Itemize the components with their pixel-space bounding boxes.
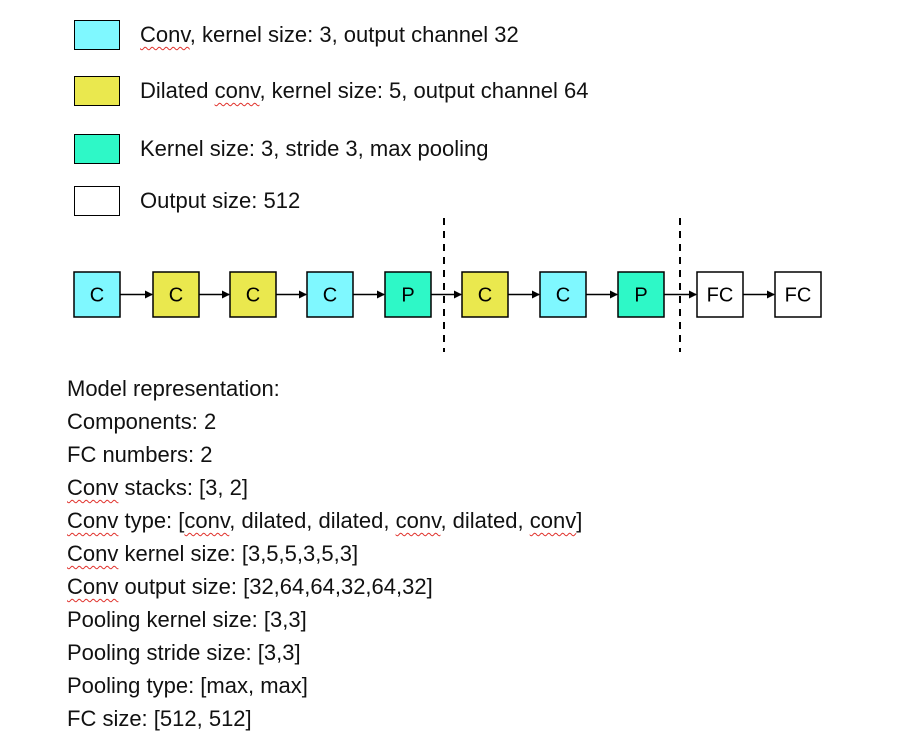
text-segment: Dilated: [140, 78, 215, 103]
model-line-pooling-kernel-size: Pooling kernel size: [3,3]: [67, 607, 307, 633]
block-box: [461, 271, 509, 318]
spellcheck-word: Conv: [67, 541, 119, 566]
text-segment: type: [: [118, 508, 185, 533]
block-label: C: [323, 285, 337, 307]
model-line-conv-type: Conv type: [conv, dilated, dilated, conv…: [67, 508, 582, 534]
model-line-conv-stacks: Conv stacks: [3, 2]: [67, 475, 248, 501]
model-line-components: Components: 2: [67, 409, 216, 435]
text-segment: , kernel size: 3, output channel 32: [189, 22, 519, 47]
text-segment: Pooling stride size: [3,3]: [67, 640, 301, 665]
block-box: [384, 271, 432, 318]
block-box: [152, 271, 200, 318]
block-conv-7: C: [539, 271, 587, 318]
block-label: C: [169, 285, 183, 307]
spellcheck-word: Conv: [140, 22, 190, 47]
spellcheck-word: conv: [529, 508, 577, 533]
spellcheck-word: conv: [395, 508, 441, 533]
text-segment: , dilated, dilated,: [229, 508, 396, 533]
block-box: [696, 271, 744, 318]
model-line-title: Model representation:: [67, 376, 280, 402]
legend-swatch-pool: [74, 134, 120, 164]
text-segment: Pooling type: [max, max]: [67, 673, 308, 698]
spellcheck-word: Conv: [67, 508, 119, 533]
model-line-conv-output-size: Conv output size: [32,64,64,32,64,32]: [67, 574, 433, 600]
block-box: [229, 271, 277, 318]
model-line-fc-numbers: FC numbers: 2: [67, 442, 213, 468]
block-label: FC: [707, 285, 734, 307]
model-line-pooling-stride-size: Pooling stride size: [3,3]: [67, 640, 301, 666]
block-dilated-conv-2: C: [152, 271, 200, 318]
text-segment: Pooling kernel size: [3,3]: [67, 607, 307, 632]
block-label: C: [556, 285, 570, 307]
block-label: C: [90, 285, 104, 307]
model-line-fc-size: FC size: [512, 512]: [67, 706, 252, 732]
legend-text-dilated: Dilated conv, kernel size: 5, output cha…: [140, 78, 588, 104]
block-pooling-8: P: [617, 271, 665, 318]
block-box: [73, 271, 121, 318]
block-label: P: [634, 285, 647, 307]
block-fc-9: FC: [696, 271, 744, 318]
block-conv-1: C: [73, 271, 121, 318]
spellcheck-word: Conv: [67, 574, 119, 599]
block-label: C: [478, 285, 492, 307]
text-segment: kernel size: [3,5,5,3,5,3]: [118, 541, 359, 566]
block-label: P: [401, 285, 414, 307]
legend-text-conv: Conv, kernel size: 3, output channel 32: [140, 22, 519, 48]
block-box: [774, 271, 822, 318]
spellcheck-word: conv: [184, 508, 230, 533]
text-segment: , dilated,: [440, 508, 530, 533]
text-segment: output size: [32,64,64,32,64,32]: [118, 574, 433, 599]
block-fc-10: FC: [774, 271, 822, 318]
block-pooling-5: P: [384, 271, 432, 318]
text-segment: Model representation:: [67, 376, 280, 401]
text-segment: FC numbers: 2: [67, 442, 213, 467]
legend-text-fc: Output size: 512: [140, 188, 300, 214]
text-segment: ]: [576, 508, 583, 533]
block-conv-4: C: [306, 271, 354, 318]
text-segment: Components: 2: [67, 409, 217, 434]
model-line-conv-kernel-size: Conv kernel size: [3,5,5,3,5,3]: [67, 541, 358, 567]
legend-swatch-dilated: [74, 76, 120, 106]
text-segment: Kernel size: 3, stride 3, max pooling: [140, 136, 489, 161]
block-box: [539, 271, 587, 318]
model-line-pooling-type: Pooling type: [max, max]: [67, 673, 308, 699]
legend-swatch-conv: [74, 20, 120, 50]
legend-swatch-fc: [74, 186, 120, 216]
block-box: [306, 271, 354, 318]
spellcheck-word: Conv: [67, 475, 119, 500]
spellcheck-word: conv: [214, 78, 260, 103]
block-label: FC: [785, 285, 812, 307]
block-dilated-conv-3: C: [229, 271, 277, 318]
text-segment: FC size: [512, 512]: [67, 706, 252, 731]
text-segment: Output size: 512: [140, 188, 301, 213]
network-diagram: C C C C P C C P FC FC: [73, 218, 822, 352]
text-segment: , kernel size: 5, output channel 64: [259, 78, 589, 103]
block-dilated-conv-6: C: [461, 271, 509, 318]
text-segment: stacks: [3, 2]: [118, 475, 248, 500]
block-label: C: [246, 285, 260, 307]
legend-text-pool: Kernel size: 3, stride 3, max pooling: [140, 136, 489, 162]
block-box: [617, 271, 665, 318]
